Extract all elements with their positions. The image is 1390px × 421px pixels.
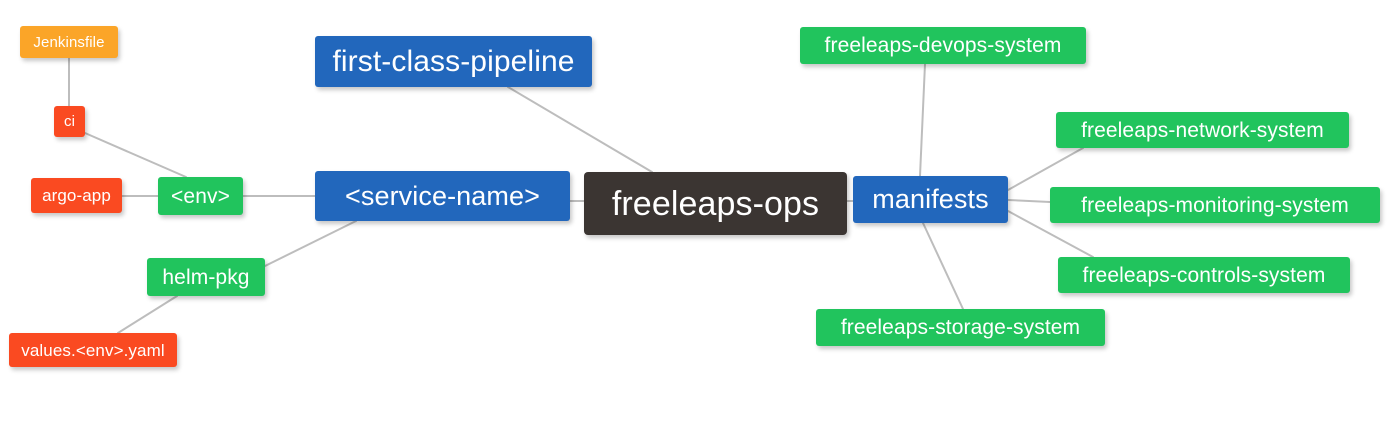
mindmap-node-argo-app[interactable]: argo-app <box>31 178 122 213</box>
edge-servicename-helmpkg <box>264 220 357 267</box>
mindmap-node-helm-pkg[interactable]: helm-pkg <box>147 258 265 296</box>
mindmap-node-freeleaps-ops[interactable]: freeleaps-ops <box>584 172 847 235</box>
mindmap-node-ci[interactable]: ci <box>54 106 85 137</box>
mindmap-node-jenkinsfile[interactable]: Jenkinsfile <box>20 26 118 58</box>
edge-ci-env <box>84 132 187 178</box>
edge-manifests-devops <box>919 63 926 177</box>
mindmap-node-freeleaps-storage-system[interactable]: freeleaps-storage-system <box>816 309 1105 346</box>
mindmap-node-freeleaps-controls-system[interactable]: freeleaps-controls-system <box>1058 257 1350 293</box>
mindmap-node-service-name[interactable]: <service-name> <box>315 171 570 221</box>
edge-manifests-storage <box>922 222 964 310</box>
mindmap-node-env[interactable]: <env> <box>158 177 243 215</box>
edge-pipeline-ops <box>507 86 653 173</box>
edge-helmpkg-values <box>117 295 178 334</box>
mindmap-node-freeleaps-monitoring-system[interactable]: freeleaps-monitoring-system <box>1050 187 1380 223</box>
mindmap-node-values-env-yaml[interactable]: values.<env>.yaml <box>9 333 177 367</box>
mindmap-node-freeleaps-network-system[interactable]: freeleaps-network-system <box>1056 112 1349 148</box>
mindmap-node-first-class-pipeline[interactable]: first-class-pipeline <box>315 36 592 87</box>
mindmap-node-freeleaps-devops-system[interactable]: freeleaps-devops-system <box>800 27 1086 64</box>
edge-manifests-network <box>1007 147 1084 191</box>
edge-manifests-monitoring <box>1007 199 1051 203</box>
mindmap-node-manifests[interactable]: manifests <box>853 176 1008 223</box>
